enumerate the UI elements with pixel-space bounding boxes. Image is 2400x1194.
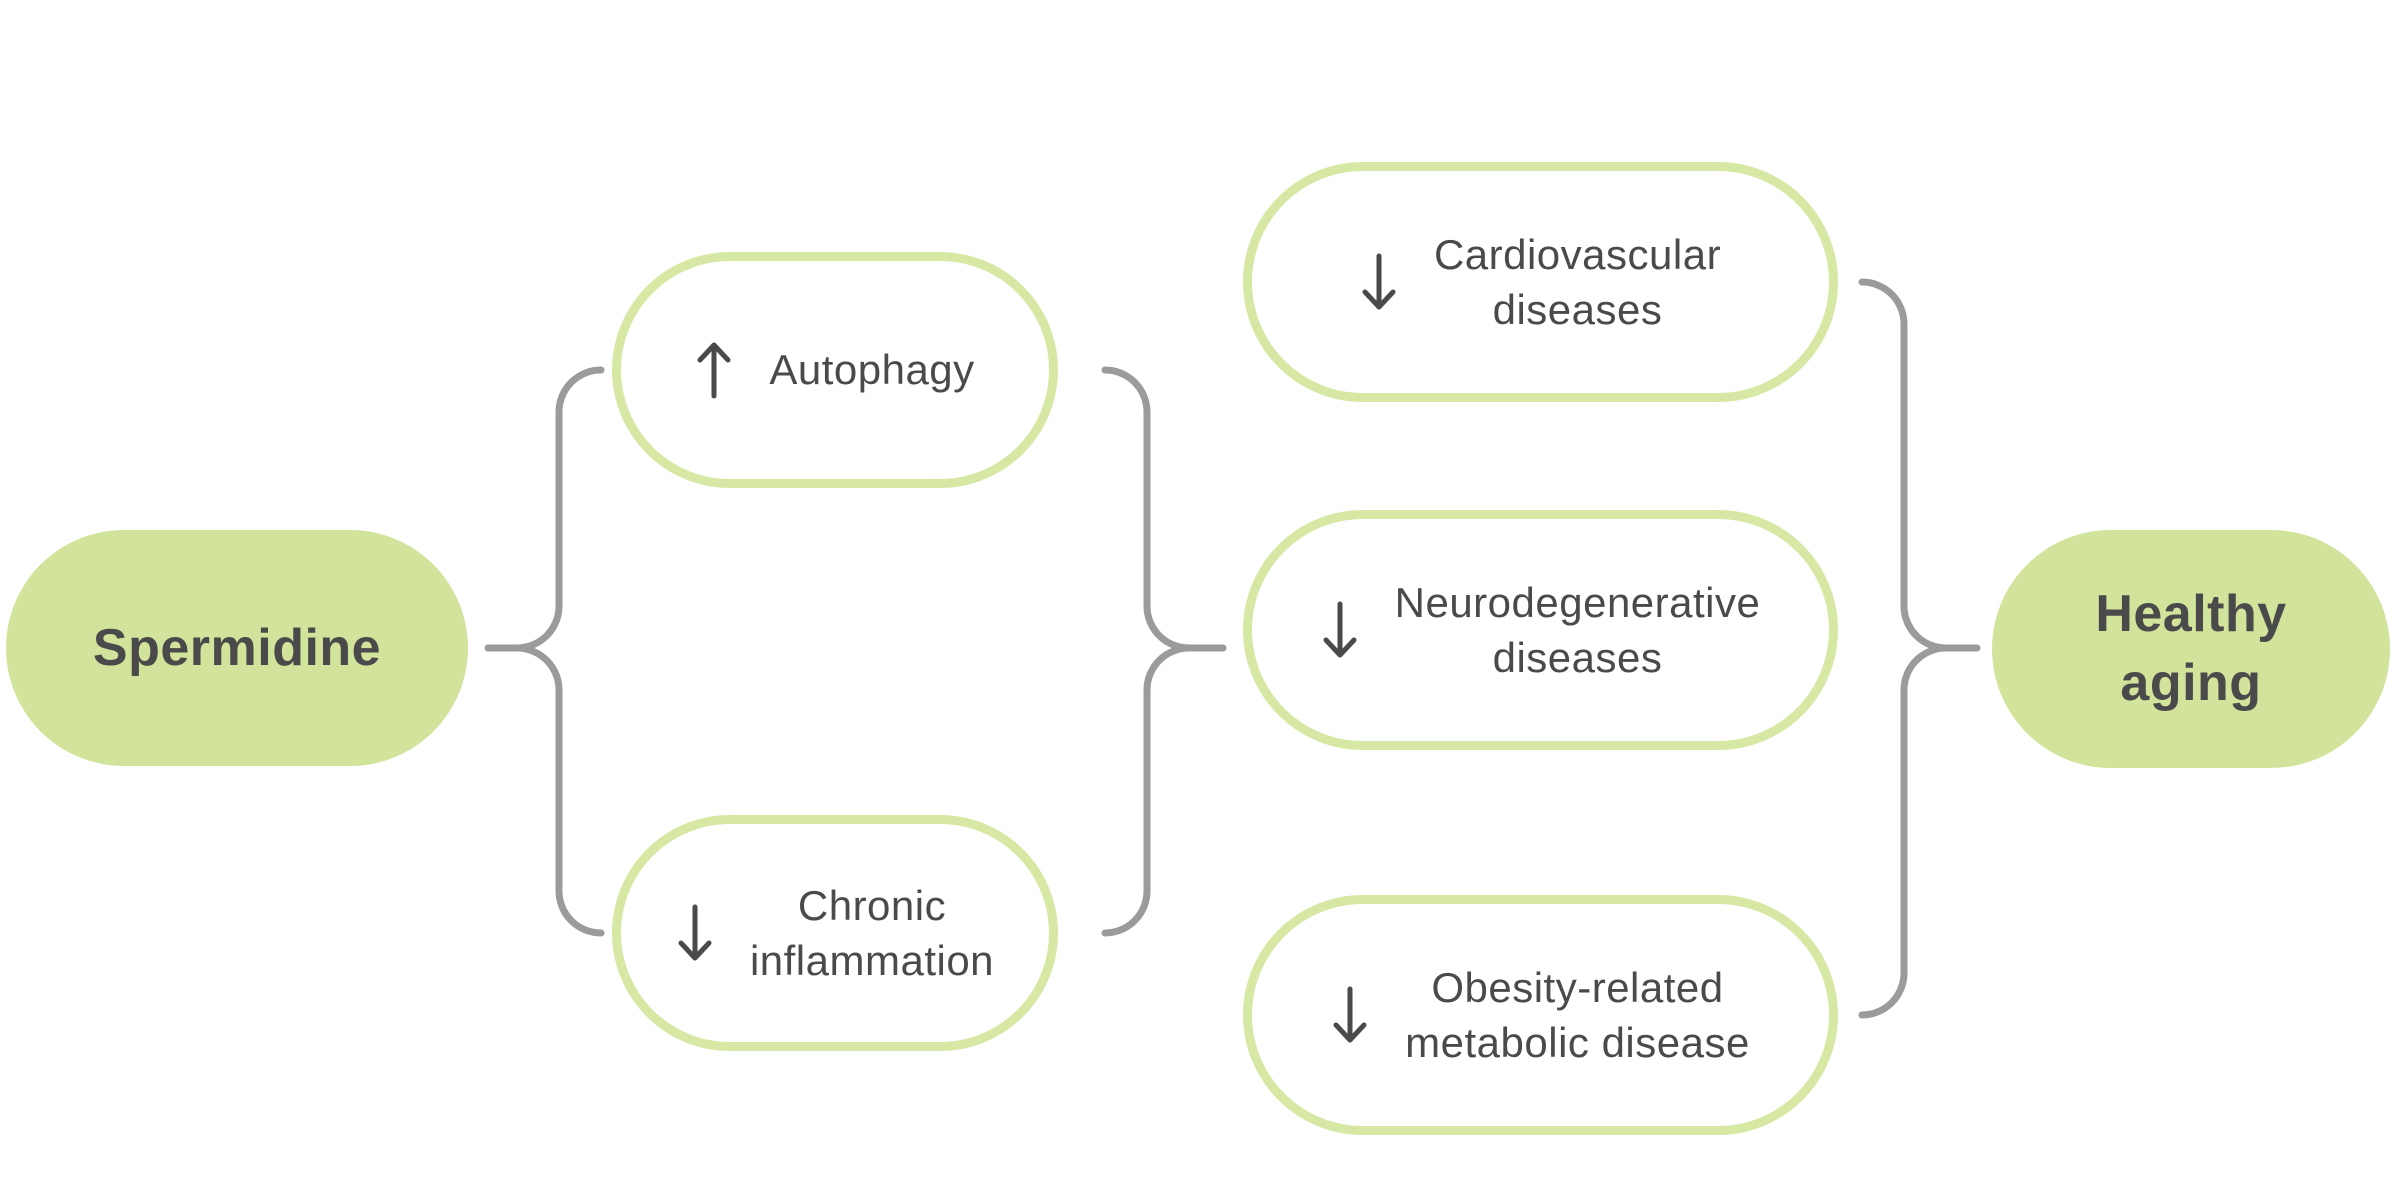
node-autophagy-label: Autophagy <box>769 346 975 394</box>
node-obesity-related-metabolic-disease-label: Obesity-related metabolic disease <box>1405 963 1750 1066</box>
left-brace-connector <box>484 366 605 937</box>
arrow-down-icon <box>1321 601 1359 659</box>
node-cardiovascular-diseases: Cardiovascular diseases <box>1243 162 1838 402</box>
arrow-down-icon <box>1331 986 1369 1044</box>
node-chronic-inflammation: Chronic inflammation <box>612 815 1058 1051</box>
arrow-down-icon <box>676 904 714 962</box>
right-brace-connector <box>1858 278 1981 1019</box>
node-chronic-inflammation-label: Chronic inflammation <box>749 881 995 984</box>
node-healthy-aging-label: Healthy aging <box>2095 585 2287 712</box>
node-spermidine: Spermidine <box>6 530 468 766</box>
node-spermidine-label: Spermidine <box>92 618 382 677</box>
middle-brace-connector <box>1101 366 1227 937</box>
node-autophagy: Autophagy <box>612 252 1058 488</box>
arrow-up-icon <box>695 341 733 399</box>
node-healthy-aging: Healthy aging <box>1992 530 2390 768</box>
node-cardiovascular-diseases-label: Cardiovascular diseases <box>1433 230 1722 333</box>
node-neurodegenerative-diseases: Neurodegenerative diseases <box>1243 510 1838 750</box>
arrow-down-icon <box>1360 253 1398 311</box>
node-neurodegenerative-diseases-label: Neurodegenerative diseases <box>1394 578 1761 681</box>
node-obesity-related-metabolic-disease: Obesity-related metabolic disease <box>1243 895 1838 1135</box>
